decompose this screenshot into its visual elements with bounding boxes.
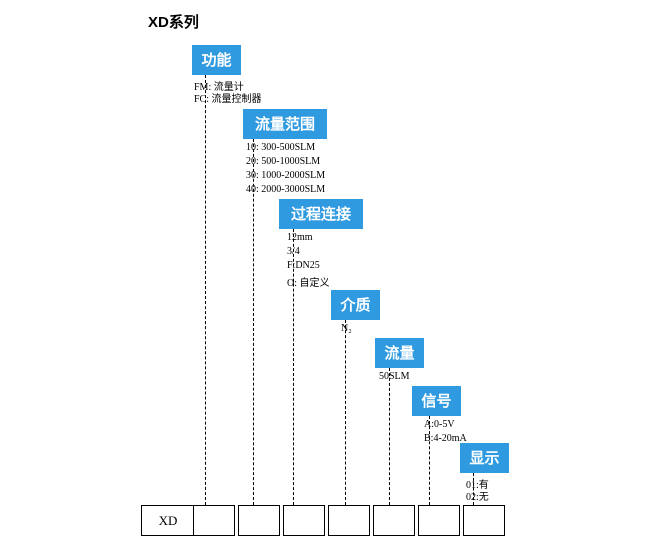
category-5-option-1: 50SLM [379, 371, 410, 382]
category-1-option-2: FC: 流量控制器 [194, 94, 262, 105]
category-6-option-1: A:0-5V [424, 419, 455, 430]
category-2-option-3: 30: 1000-2000SLM [246, 170, 326, 181]
category-6-option-2: B:4-20mA [424, 433, 467, 444]
code-box-6 [418, 505, 460, 536]
code-box-5 [373, 505, 415, 536]
category-1-option-1: FM: 流量计 [194, 82, 244, 93]
category-box-2: 流量范围 [243, 109, 327, 139]
code-box-2 [238, 505, 280, 536]
page-title: XD系列 [148, 14, 199, 31]
category-4-option-1: N₂ [341, 323, 352, 334]
connector-line-6 [429, 416, 430, 505]
code-box-7 [463, 505, 505, 536]
connector-line-1 [205, 75, 206, 505]
category-box-4: 介质 [331, 290, 380, 320]
code-box-1 [193, 505, 235, 536]
category-2-option-1: 10: 300-500SLM [246, 142, 316, 153]
category-2-option-4: 40: 2000-3000SLM [246, 184, 326, 195]
category-2-option-2: 20: 500-1000SLM [246, 156, 321, 167]
connector-line-3 [293, 229, 294, 505]
category-3-option-1: 12mm [287, 232, 313, 243]
code-box-base: XD [141, 505, 195, 536]
category-box-6: 信号 [412, 386, 461, 416]
category-box-1: 功能 [192, 45, 241, 75]
category-3-option-3: F:DN25 [287, 260, 320, 271]
code-box-4 [328, 505, 370, 536]
connector-line-5 [389, 368, 390, 505]
category-box-5: 流量 [375, 338, 424, 368]
connector-line-2 [253, 139, 254, 505]
connector-line-7 [473, 473, 474, 505]
category-3-option-4: O: 自定义 [287, 278, 330, 289]
code-box-3 [283, 505, 325, 536]
category-box-7: 显示 [460, 443, 509, 473]
category-7-option-2: 02:无 [466, 492, 489, 503]
category-box-3: 过程连接 [279, 199, 363, 229]
category-7-option-1: 01:有 [466, 480, 489, 491]
connector-line-4 [345, 320, 346, 505]
